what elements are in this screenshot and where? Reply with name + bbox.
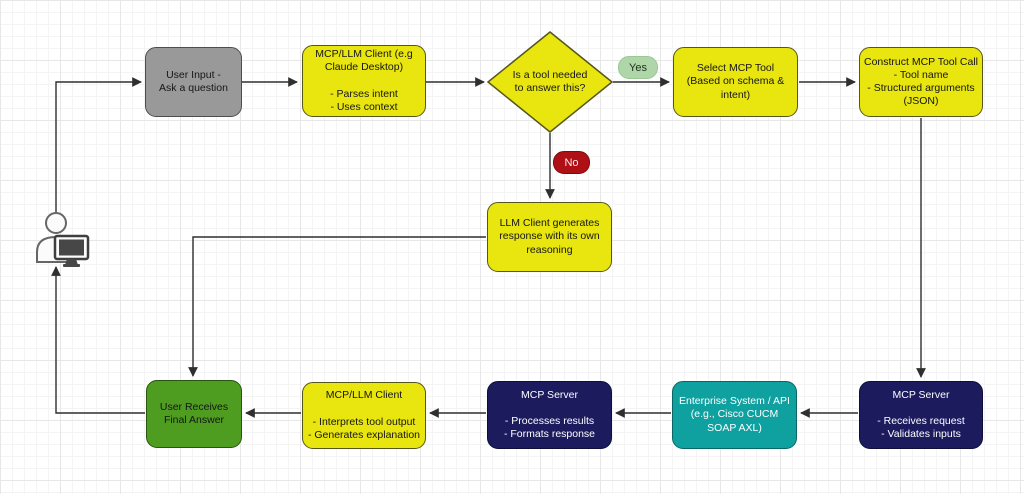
node-user-receives-answer: User Receives Final Answer (146, 380, 242, 448)
edge-reasoning-to-answer (188, 236, 486, 377)
node-select-mcp-tool: Select MCP Tool (Based on schema & inten… (673, 47, 798, 117)
node-mcp-server-processes: MCP Server - Processes results - Formats… (487, 381, 612, 449)
edge-answer-to-user (51, 266, 145, 414)
node-mcp-llm-client-bottom: MCP/LLM Client - Interprets tool output … (302, 382, 426, 449)
node-enterprise-system-api: Enterprise System / API (e.g., Cisco CUC… (672, 381, 797, 449)
user-person-icon (36, 212, 90, 267)
edge-label-no: No (553, 151, 590, 174)
monitor-icon (53, 234, 90, 267)
node-llm-reasoning: LLM Client generates response with its o… (487, 202, 612, 272)
node-mcp-server-receives: MCP Server - Receives request - Validate… (859, 381, 983, 449)
decision-diamond (486, 31, 614, 133)
node-mcp-llm-client-top: MCP/LLM Client (e.g Claude Desktop) - Pa… (302, 45, 426, 117)
node-user-input: User Input - Ask a question (145, 47, 242, 117)
edge-user-to-userinput (55, 77, 142, 214)
edge-label-yes: Yes (618, 56, 658, 79)
node-construct-mcp-tool-call: Construct MCP Tool Call - Tool name - St… (859, 47, 983, 117)
node-decision-label: Is a tool needed to answer this? (512, 68, 588, 94)
